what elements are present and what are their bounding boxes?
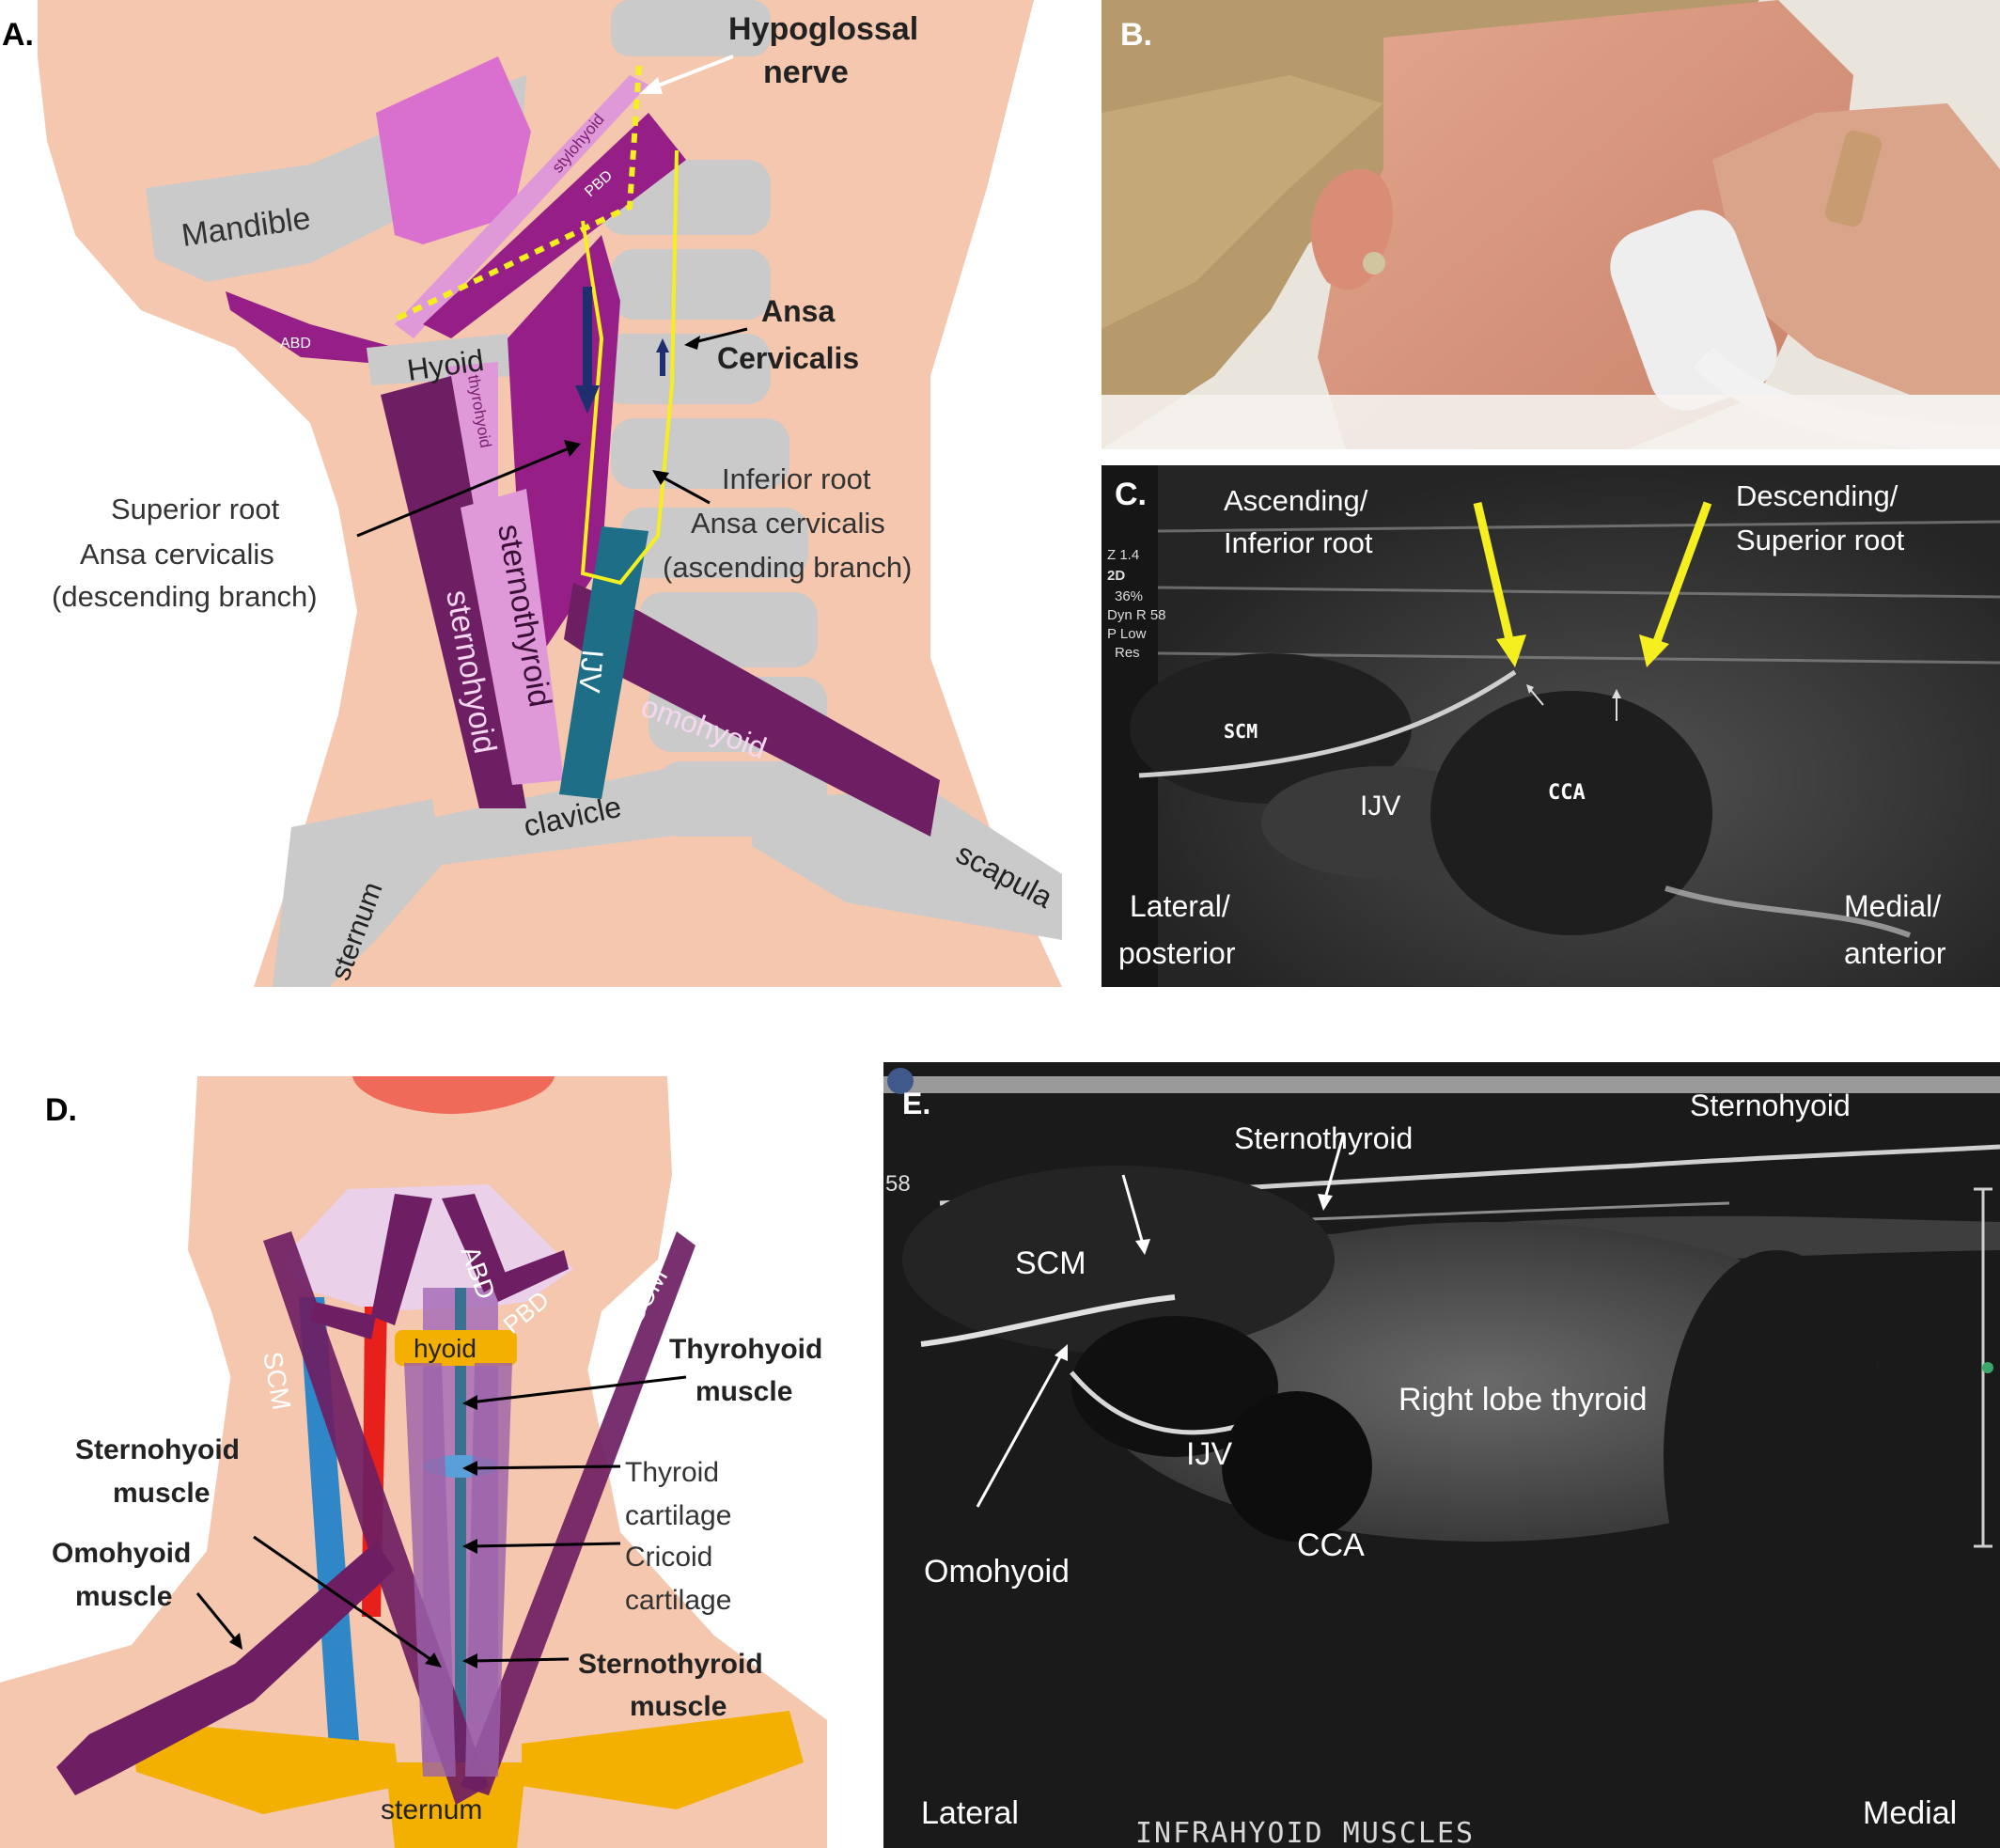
omohyoid-label-2: muscle [75,1581,172,1612]
abd-label: ABD [280,336,311,352]
thyroid-cart-arrow [470,1466,620,1468]
panel-d-label: D. [45,1092,77,1128]
sternohyoid-label-2: muscle [113,1478,210,1509]
ansa-label-1: Ansa [761,294,835,328]
superior-root-label-2: Ansa cervicalis [80,538,274,571]
depth-label: 58 [885,1171,911,1197]
panel-a-neck-anatomy-lateral: A. Hypoglossal nerve Mandible stylohyoid… [0,0,1095,987]
medial-label-e: Medial [1863,1795,1957,1831]
lateral-label-e: Lateral [921,1795,1019,1831]
inferior-root-label-3: (ascending branch) [663,551,912,584]
caption-label-e: INFRAHYOID MUSCLES [1135,1817,1475,1848]
cca-echo [1430,691,1712,935]
medial-anterior-2: anterior [1844,936,1946,970]
hypoglossal-label-1: Hypoglossal [728,11,918,47]
ansa-label-2: Cervicalis [717,341,859,375]
sternothyroid-label-1: Sternothyroid [578,1649,763,1680]
ascending-label-1: Ascending/ [1224,484,1368,517]
setting-mode: 2D [1107,568,1125,584]
hypoglossal-label-2: nerve [763,55,849,90]
sternothyroid-label-2: muscle [630,1691,727,1722]
sternohyoid-label-e: Sternohyoid [1690,1088,1851,1122]
ascending-label-2: Inferior root [1224,526,1373,559]
cricoid-label-1: Cricoid [625,1542,712,1573]
superior-root-label-3: (descending branch) [52,580,318,613]
thyroid-cart-label-1: Thyroid [625,1457,719,1488]
thyrohyoid-label-2: muscle [695,1376,792,1407]
hyoid-label-d: hyoid [414,1334,477,1363]
sternothyroid-arrow [470,1659,569,1661]
sternohyoid-label-1: Sternohyoid [75,1434,240,1465]
earring [1363,252,1385,274]
descending-label-2: Superior root [1736,524,1905,556]
trachea-shadow [1664,1250,1889,1664]
panel-d-neck-anatomy-frontal: D. ABD PBD SCM SCM hyoid Thyrohyoid musc… [0,1062,846,1848]
descending-label-1: Descending/ [1736,479,1898,512]
lateral-posterior-1: Lateral/ [1130,889,1230,923]
sternothyroid-label-e: Sternothyroid [1234,1121,1413,1155]
thyroid-label-e: Right lobe thyroid [1398,1382,1648,1417]
setting-plow: P Low [1107,626,1147,642]
panel-e-label: E. [902,1087,930,1120]
thyrohyoid-label-1: Thyrohyoid [669,1334,822,1365]
panel-b-label: B. [1120,17,1152,53]
inferior-root-label-2: Ansa cervicalis [691,507,885,540]
depth-marker [1982,1362,1993,1373]
cca-e [1222,1391,1372,1542]
cricoid-label-2: cartilage [625,1585,731,1616]
ijv-label-e: IJV [1186,1436,1232,1472]
omohyoid-label-1: Omohyoid [52,1538,191,1569]
setting-dynr: Dyn R 58 [1107,607,1166,623]
setting-res: Res [1115,645,1140,661]
ijv-label: IJV [572,648,610,695]
thyroid-cart-label-2: cartilage [625,1500,731,1531]
cca-label-e: CCA [1297,1527,1365,1563]
superior-root-label-1: Superior root [111,493,280,525]
setting-gain: 36% [1115,588,1143,604]
medial-anterior-1: Medial/ [1844,889,1941,923]
scm-label: SCM [1224,720,1258,743]
omohyoid-label-e: Omohyoid [924,1554,1070,1590]
panel-c-ultrasound-ansa: C. Ascending/ Inferior root Descending/ … [1102,465,2000,987]
cca-label-c: CCA [1548,781,1586,805]
panel-e-ultrasound-infrahyoid: E. 58 Sternothyroid Sternohyoid SCM Righ… [883,1062,2000,1848]
setting-zoom: Z 1.4 [1107,547,1139,563]
lateral-posterior-2: posterior [1118,936,1236,970]
panel-b-photo-probe-placement: B. [1102,0,2000,449]
scm-region-e [902,1166,1335,1354]
inferior-root-label-1: Inferior root [722,462,871,495]
panel-a-label: A. [2,17,34,53]
panel-c-label: C. [1115,477,1147,512]
scm-label-e: SCM [1015,1245,1086,1281]
sternum-label-d: sternum [381,1794,482,1825]
ijv-label-c: IJV [1360,791,1400,822]
